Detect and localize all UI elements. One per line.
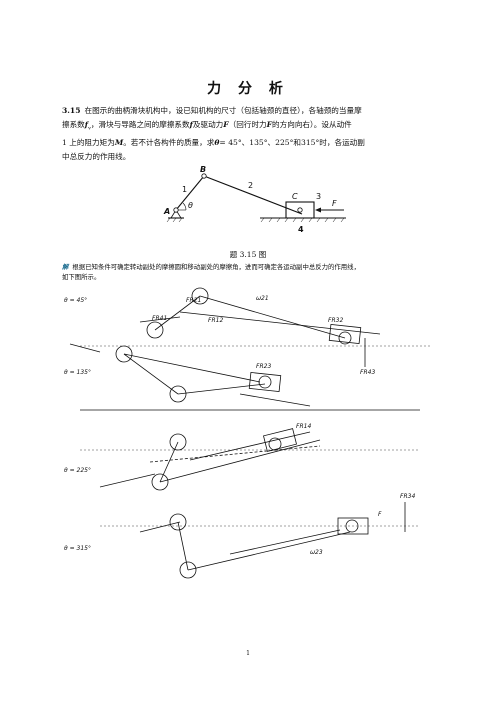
label-4: 4 <box>298 225 304 234</box>
solution-text: 解根据已知条件可确定转动副处的摩擦圆和移动副处的摩擦角，进而可确定各运动副中总反… <box>62 263 360 281</box>
problem-line-2: 擦系数fv，滑块与导路之间的摩擦系数f及驱动力F（回行时力F的方向向右）。设从动… <box>62 120 352 132</box>
label-A: A <box>163 207 170 216</box>
problem-number: 3.15 <box>62 106 81 115</box>
mechanism-figure: A B C 1 2 3 4 θ F <box>163 166 346 234</box>
force-label-fr23: FR23 <box>256 363 271 370</box>
label-2: 2 <box>248 181 253 190</box>
angle-45-label: θ = 45° <box>64 297 87 304</box>
figure-caption: 题 3.15 图 <box>229 250 267 259</box>
omega23-label: ω23 <box>310 549 323 556</box>
force-label-fr41: FR41 <box>152 315 167 322</box>
force-label-fr21: FR21 <box>186 297 201 304</box>
problem-line-3: 1 上的阻力矩为M。若不计各构件的质量，求θ= 45°、135°、225°和31… <box>62 137 365 147</box>
force-label-fr34: FR34 <box>400 493 415 500</box>
angle-135-label: θ = 135° <box>64 369 91 376</box>
label-F: F <box>332 199 337 208</box>
label-3: 3 <box>316 192 321 201</box>
force-label-fr12: FR12 <box>208 317 223 324</box>
angle-315-label: θ = 315° <box>64 545 91 552</box>
force-analysis-figure: θ = 45° θ = 135° θ = 225° θ = 315° FR21 … <box>64 287 430 579</box>
page-title: 力 分 析 <box>207 81 289 97</box>
label-C: C <box>292 192 298 201</box>
force-label-fr43: FR43 <box>360 369 375 376</box>
crank-link-1 <box>175 175 205 211</box>
omega21-label: ω21 <box>256 295 269 302</box>
force-label-fr14: FR14 <box>296 423 311 430</box>
force-label-F: F <box>378 511 382 518</box>
problem-line-4: 中总反力的作用线。 <box>62 151 131 161</box>
label-1: 1 <box>182 185 187 194</box>
force-label-fr32: FR32 <box>328 317 343 324</box>
angle-225-label: θ = 225° <box>64 467 91 474</box>
page-number: 1 <box>246 650 250 657</box>
label-B: B <box>200 166 206 174</box>
label-theta: θ <box>188 201 193 210</box>
solution-heading: 解 <box>62 263 69 271</box>
